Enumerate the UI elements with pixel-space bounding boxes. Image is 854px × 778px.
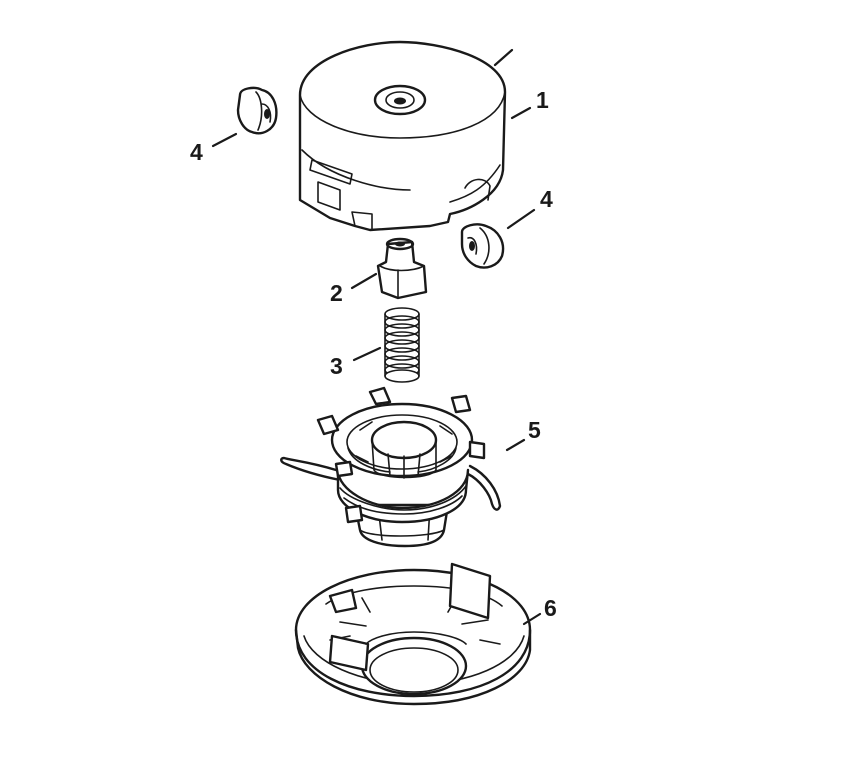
callout-housing: 1	[493, 48, 549, 120]
callout-label-2: 2	[330, 280, 343, 306]
callout-label-5: 5	[528, 417, 541, 443]
threaded-nut-part	[376, 237, 428, 300]
callout-eyelet-right: 4	[506, 186, 553, 230]
callout-spring: 3	[330, 346, 382, 379]
leader-line-1b	[493, 48, 514, 67]
eyelet-left-part	[236, 86, 278, 135]
callout-cover: 6	[522, 595, 557, 626]
housing-part	[298, 40, 507, 232]
callout-label-3: 3	[330, 353, 343, 379]
leader-line-4-left	[211, 132, 238, 148]
callout-label-1: 1	[536, 87, 549, 113]
spool-part	[280, 386, 502, 548]
eyelet-right-part	[460, 223, 505, 269]
callout-nut: 2	[330, 272, 378, 306]
leader-line-6	[522, 612, 542, 626]
leader-line-1	[510, 106, 532, 120]
callout-eyelet-left: 4	[190, 132, 238, 165]
compression-spring-part	[384, 307, 420, 383]
leader-line-4-right	[506, 208, 536, 230]
leader-line-3	[352, 346, 382, 362]
callout-label-6: 6	[544, 595, 557, 621]
leader-line-5	[505, 438, 526, 452]
cover-part	[294, 562, 532, 706]
callout-label-4-right: 4	[540, 186, 553, 212]
leader-line-2	[350, 272, 378, 290]
callout-spool: 5	[505, 417, 541, 452]
callout-label-4-left: 4	[190, 139, 203, 165]
